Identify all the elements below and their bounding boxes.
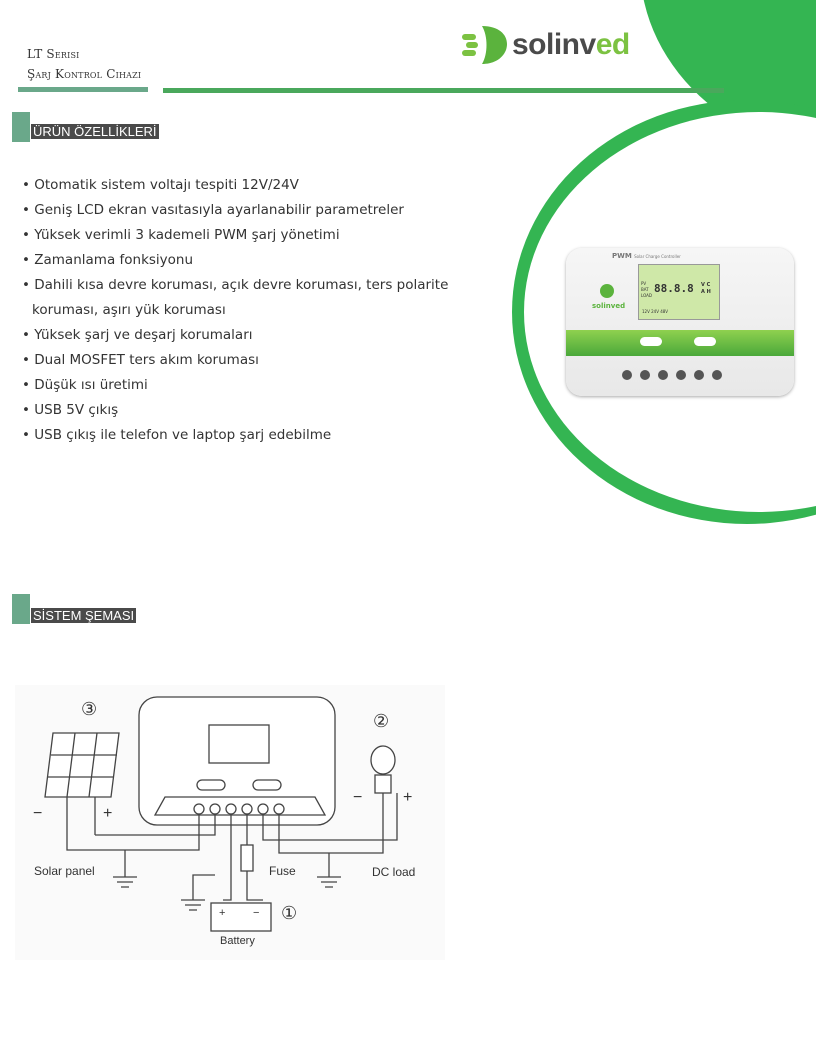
green-band bbox=[566, 330, 794, 356]
pwm-label: PWM Solar Charge Controller bbox=[612, 252, 681, 260]
logo-text: solinved bbox=[512, 28, 630, 61]
controller-drawing bbox=[138, 696, 336, 826]
bulb-drawing bbox=[370, 745, 396, 794]
lcd-voltages: 12V 24V 48V bbox=[642, 309, 669, 314]
features-section-marker bbox=[12, 112, 30, 142]
feature-item: Dahili kısa devre koruması, açık devre k… bbox=[20, 273, 450, 323]
series-line: LT Serisi bbox=[27, 47, 80, 61]
solar-panel-drawing bbox=[44, 732, 120, 798]
feature-item: USB 5V çıkış bbox=[20, 398, 450, 423]
diagram-section-title: SİSTEM ŞEMASI bbox=[31, 608, 137, 623]
lcd-digits: 88.8.8 bbox=[654, 282, 694, 295]
load-number: ② bbox=[373, 711, 390, 731]
feature-item: Geniş LCD ekran vasıtasıyla ayarlanabili… bbox=[20, 198, 450, 223]
features-section-title: ÜRÜN ÖZELLİKLERİ bbox=[31, 124, 159, 139]
dc-load-label: DC load bbox=[372, 865, 416, 879]
feature-item: Yüksek şarj ve deşarj korumaları bbox=[20, 323, 450, 348]
header-subtitle: LT Serisi Şarj Kontrol Cihazı bbox=[27, 44, 141, 84]
feature-item: Düşük ısı üretimi bbox=[20, 373, 450, 398]
battery-drawing bbox=[210, 902, 272, 932]
battery-label: Battery bbox=[220, 935, 255, 947]
feature-list: Otomatik sistem voltajı tespiti 12V/24V … bbox=[20, 173, 450, 448]
product-line: Şarj Kontrol Cihazı bbox=[27, 67, 142, 81]
battery-number: ① bbox=[281, 903, 298, 923]
battery-minus: − bbox=[253, 907, 260, 919]
feature-item: Otomatik sistem voltajı tespiti 12V/24V bbox=[20, 173, 450, 198]
feature-item: Zamanlama fonksiyonu bbox=[20, 248, 450, 273]
fuse-label: Fuse bbox=[269, 864, 296, 878]
diagram-section-marker bbox=[12, 594, 30, 624]
terminal-row bbox=[622, 370, 722, 380]
feature-item: Dual MOSFET ters akım koruması bbox=[20, 348, 450, 373]
load-plus: + bbox=[403, 789, 413, 806]
header-short-rule bbox=[18, 87, 148, 92]
load-minus: − bbox=[353, 789, 363, 806]
feature-item: USB çıkış ile telefon ve laptop şarj ede… bbox=[20, 423, 450, 448]
solar-panel-label: Solar panel bbox=[34, 864, 95, 878]
panel-minus: − bbox=[33, 805, 43, 822]
system-diagram bbox=[15, 685, 445, 960]
battery-plus: + bbox=[219, 907, 226, 919]
device-brand: solinved bbox=[592, 302, 626, 310]
feature-item: Yüksek verimli 3 kademeli PWM şarj yönet… bbox=[20, 223, 450, 248]
brand-logo: solinved bbox=[462, 24, 630, 66]
panel-number: ③ bbox=[81, 699, 98, 719]
header-long-rule bbox=[163, 88, 724, 93]
panel-plus: + bbox=[103, 805, 113, 822]
logo-leaf-icon bbox=[462, 26, 507, 64]
diagram-labels: Solar panel Fuse DC load Battery ① ② ③ −… bbox=[15, 685, 445, 960]
